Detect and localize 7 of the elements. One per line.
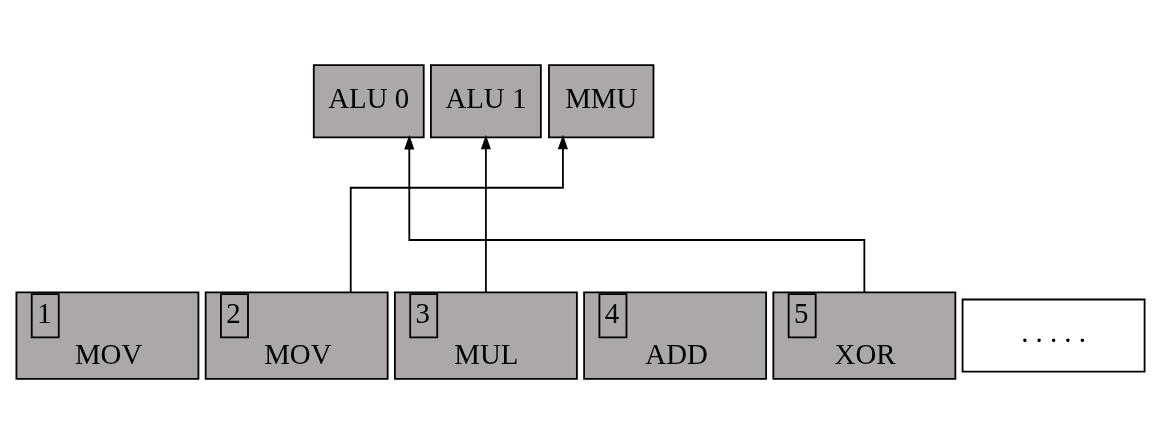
arrow (480, 134, 491, 293)
node-box: MMU (548, 64, 655, 139)
node-box: . . . . . (961, 298, 1146, 373)
arrow (349, 134, 568, 293)
node-box: ALU 1 (430, 64, 542, 139)
arrow (404, 135, 866, 294)
node-box: ALU 0 (312, 64, 425, 139)
